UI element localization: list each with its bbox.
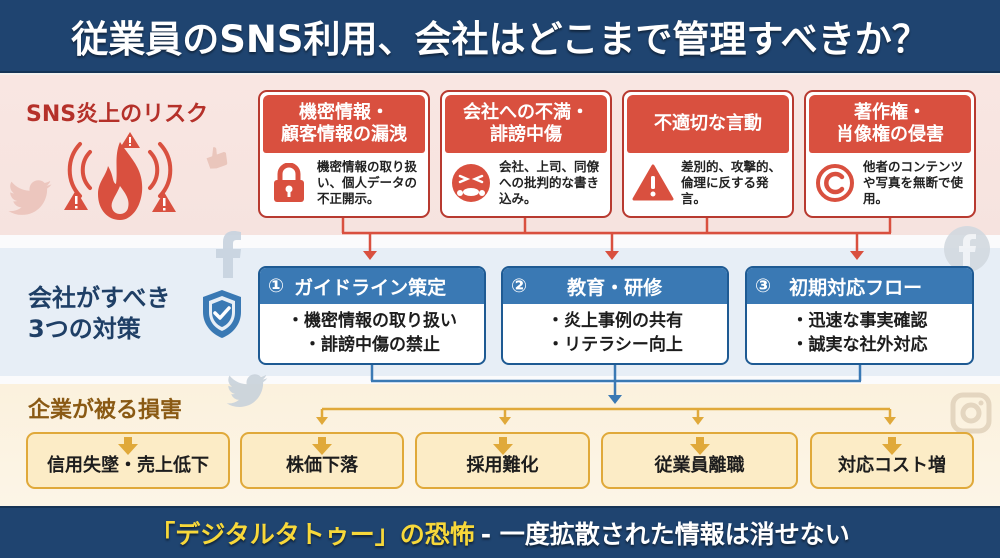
step-title: 初期対応フロー bbox=[789, 276, 923, 299]
footer-message: - 一度拡散された情報は消せない bbox=[480, 520, 850, 549]
section-divider bbox=[0, 235, 1000, 248]
bullet-item: ・機密情報の取り扱い bbox=[287, 311, 457, 331]
measure-card-training: ② 教育・研修 ・炎上事例の共有 ・リテラシー向上 bbox=[501, 266, 729, 365]
damage-label: 対応コスト増 bbox=[838, 455, 946, 476]
risk-card-description: 機密情報の取り扱い、個人データの不正開示。 bbox=[317, 159, 418, 206]
damage-card-hiring-difficulty: 採用難化 bbox=[415, 432, 590, 489]
step-number: ① bbox=[268, 275, 285, 297]
measure-section-title: 会社がすべき 3つの対策 bbox=[28, 283, 170, 345]
damage-label: 採用難化 bbox=[466, 455, 539, 476]
risk-card-title: 著作権・ 肖像権の侵害 bbox=[809, 95, 971, 153]
measure-card-title: ② 教育・研修 bbox=[503, 268, 727, 304]
fire-warning-icon bbox=[60, 130, 180, 225]
damage-card-employee-turnover: 従業員離職 bbox=[601, 432, 798, 489]
damage-label: 株価下落 bbox=[286, 455, 358, 476]
risk-card-title: 会社への不満・ 誹謗中傷 bbox=[445, 95, 607, 153]
risk-card-description: 会社、上司、同僚への批判的な書き込み。 bbox=[499, 159, 600, 206]
risk-card-inappropriate-speech: 不適切な言動 差別的、攻撃的、倫理に反する発言。 bbox=[622, 90, 794, 218]
risk-card-description: 他者のコンテンツや写真を無断で使用。 bbox=[863, 159, 964, 206]
title-line: 顧客情報の漏洩 bbox=[281, 124, 407, 145]
bullet-item: ・誠実な社外対応 bbox=[791, 335, 928, 355]
facebook-f-icon bbox=[215, 230, 243, 278]
damage-card-response-cost: 対応コスト増 bbox=[810, 432, 974, 489]
measure-card-title: ① ガイドライン策定 bbox=[260, 268, 484, 304]
copyright-icon bbox=[813, 161, 857, 205]
title-line: 機密情報・ bbox=[299, 102, 389, 123]
step-title: 教育・研修 bbox=[567, 276, 663, 299]
bullet-item: ・迅速な事実確認 bbox=[791, 311, 928, 331]
damage-card-credit-loss: 信用失墜・売上低下 bbox=[26, 432, 230, 489]
down-arrow-icon bbox=[689, 437, 710, 455]
damage-section-title: 企業が被る損害 bbox=[28, 398, 183, 423]
shield-check-icon bbox=[200, 288, 244, 340]
bullet-item: ・リテラシー向上 bbox=[547, 335, 683, 355]
down-arrow-icon bbox=[118, 437, 138, 455]
title-line: 誹謗中傷 bbox=[490, 124, 562, 145]
footer-highlight: 「デジタルタトゥー」の恐怖 bbox=[150, 520, 475, 549]
twitter-bird-icon bbox=[8, 180, 52, 216]
risk-card-data-leak: 機密情報・ 顧客情報の漏洩 機密情報の取り扱い、個人データの不正開示。 bbox=[258, 90, 430, 218]
instagram-icon bbox=[950, 392, 992, 434]
angry-face-icon bbox=[449, 161, 493, 205]
risk-card-defamation: 会社への不満・ 誹謗中傷 会社、上司、同僚への批判的な書き込み。 bbox=[440, 90, 612, 218]
risk-card-title: 不適切な言動 bbox=[627, 95, 789, 153]
measure-card-guidelines: ① ガイドライン策定 ・機密情報の取り扱い ・誹謗中傷の禁止 bbox=[258, 266, 486, 365]
down-arrow-icon bbox=[312, 437, 332, 455]
step-number: ③ bbox=[755, 275, 772, 297]
step-title: ガイドライン策定 bbox=[294, 276, 447, 299]
damage-label: 信用失墜・売上低下 bbox=[47, 455, 209, 476]
like-hand-icon bbox=[199, 141, 232, 174]
warning-icon bbox=[631, 161, 675, 205]
title-line: 会社への不満・ bbox=[463, 102, 589, 123]
bullet-item: ・炎上事例の共有 bbox=[547, 311, 683, 331]
page-title: 従業員のSNS利用、会社はどこまで管理すべきか？ bbox=[71, 17, 929, 61]
risk-card-description: 差別的、攻撃的、倫理に反する発言。 bbox=[681, 159, 782, 206]
bullet-item: ・誹謗中傷の禁止 bbox=[304, 335, 440, 355]
lock-icon bbox=[267, 161, 311, 205]
header-bar: 従業員のSNS利用、会社はどこまで管理すべきか？ bbox=[0, 0, 1000, 73]
title-line: 3つの対策 bbox=[28, 315, 141, 343]
damage-label: 従業員離職 bbox=[654, 455, 745, 476]
down-arrow-icon bbox=[882, 437, 902, 455]
risk-section-title: SNS炎上のリスク bbox=[26, 102, 209, 127]
title-line: 著作権・ bbox=[854, 102, 926, 123]
risk-card-title: 機密情報・ 顧客情報の漏洩 bbox=[263, 95, 425, 153]
title-line: 不適切な言動 bbox=[654, 113, 762, 134]
section-divider bbox=[0, 376, 1000, 384]
title-line: 肖像権の侵害 bbox=[836, 124, 944, 145]
step-number: ② bbox=[511, 275, 528, 297]
footer-bar: 「デジタルタトゥー」の恐怖 - 一度拡散された情報は消せない bbox=[0, 506, 1000, 558]
damage-card-stock-drop: 株価下落 bbox=[240, 432, 404, 489]
risk-card-copyright: 著作権・ 肖像権の侵害 他者のコンテンツや写真を無断で使用。 bbox=[804, 90, 976, 218]
measure-card-title: ③ 初期対応フロー bbox=[747, 268, 972, 304]
measure-card-response-flow: ③ 初期対応フロー ・迅速な事実確認 ・誠実な社外対応 bbox=[745, 266, 974, 365]
down-arrow-icon bbox=[492, 437, 513, 455]
title-line: 会社がすべき bbox=[28, 284, 171, 312]
facebook-circle-icon bbox=[944, 226, 990, 272]
twitter-bird-icon bbox=[225, 374, 269, 408]
